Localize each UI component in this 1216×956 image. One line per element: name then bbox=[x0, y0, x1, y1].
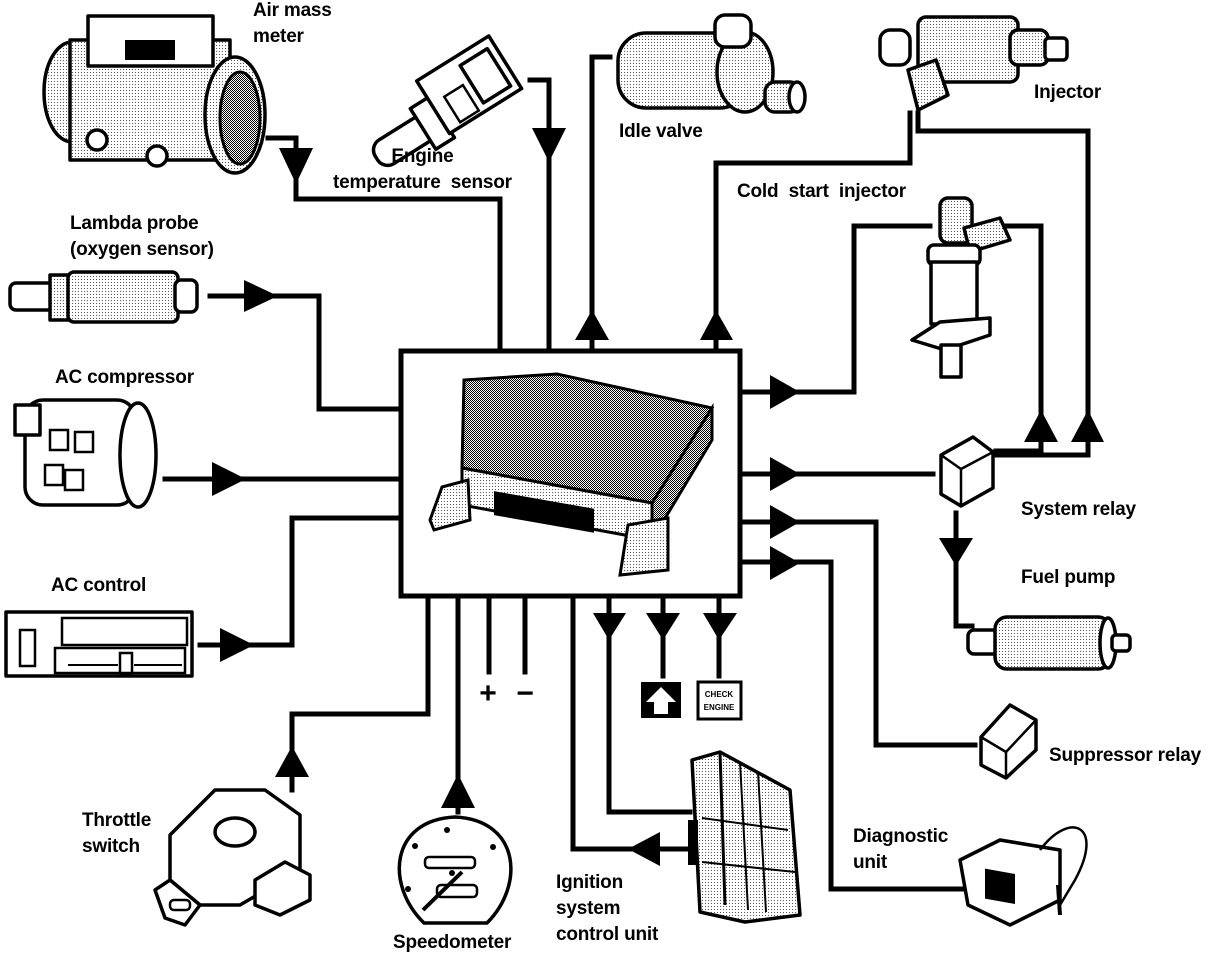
label-ignition-system-control-unit: Ignition system control unit bbox=[556, 872, 659, 945]
speedometer-icon[interactable] bbox=[397, 815, 513, 925]
wire-engine-temperature-sensor bbox=[527, 77, 552, 353]
wire-ignition-b bbox=[606, 593, 693, 815]
wire-ac-control bbox=[197, 515, 403, 648]
label-idle-valve: Idle valve bbox=[619, 121, 703, 142]
arrow-right-ac-control bbox=[220, 628, 254, 662]
idle-valve-icon[interactable] bbox=[616, 13, 807, 114]
arrows bbox=[212, 128, 1104, 866]
arrow-right-system-relay bbox=[770, 457, 800, 491]
ignition-system-control-unit-icon[interactable] bbox=[688, 750, 802, 924]
arrow-up-relay-injector bbox=[1071, 410, 1104, 442]
label-lambda-probe: Lambda probe (oxygen sensor) bbox=[70, 213, 214, 260]
arrow-up-injector bbox=[700, 310, 733, 340]
diagnostic-unit-icon[interactable] bbox=[958, 826, 1088, 927]
arrow-right-suppressor bbox=[770, 505, 800, 539]
label-engine-temperature-sensor: Engine temperature sensor bbox=[333, 146, 512, 193]
label-throttle-switch: Throttle switch bbox=[82, 810, 152, 857]
check-engine-indicator: CHECK ENGINE bbox=[696, 680, 743, 721]
check-engine-line2: ENGINE bbox=[704, 703, 735, 712]
power-plus-label: + bbox=[479, 677, 497, 710]
arrow-down-engine-temp bbox=[532, 128, 566, 162]
ac-control-icon[interactable] bbox=[4, 610, 194, 678]
ecu-unit[interactable] bbox=[398, 348, 743, 599]
upshift-indicator bbox=[641, 682, 681, 718]
wire-idle-valve bbox=[589, 54, 613, 353]
ecu-connector bbox=[494, 491, 594, 533]
arrow-down-fuel-pump bbox=[939, 538, 973, 566]
ecu-bracket-right bbox=[618, 516, 670, 577]
check-engine-line1: CHECK bbox=[705, 690, 734, 699]
wire-cold-start-injector bbox=[737, 223, 933, 395]
label-ac-compressor: AC compressor bbox=[55, 367, 194, 388]
ecu-bracket-left bbox=[428, 478, 472, 532]
arrow-right-cold-start bbox=[770, 375, 800, 409]
label-injector: Injector bbox=[1034, 82, 1102, 103]
wire-fuel-pump bbox=[953, 510, 975, 629]
arrow-up-speedometer bbox=[441, 774, 475, 808]
arrow-right-ac-compressor bbox=[212, 462, 246, 496]
arrow-up-throttle bbox=[275, 746, 309, 777]
wire-lambda-probe bbox=[207, 293, 403, 412]
air-mass-meter-icon[interactable] bbox=[42, 14, 267, 175]
wire-injector-a bbox=[713, 110, 913, 353]
wire-injector-b bbox=[915, 110, 1091, 458]
label-cold-start-injector: Cold start injector bbox=[737, 181, 906, 202]
label-speedometer: Speedometer bbox=[393, 932, 512, 953]
label-fuel-pump: Fuel pump bbox=[1021, 567, 1116, 588]
check-engine-box bbox=[696, 680, 743, 721]
injector-icon[interactable] bbox=[878, 15, 1069, 112]
throttle-switch-icon[interactable] bbox=[153, 788, 312, 927]
arrow-down-ignition bbox=[593, 613, 626, 640]
wire-air-mass-meter bbox=[265, 135, 503, 353]
label-ac-control: AC control bbox=[51, 575, 147, 596]
arrow-up-idle-valve bbox=[575, 310, 609, 340]
wire-suppressor-relay bbox=[737, 519, 978, 748]
ac-compressor-icon[interactable] bbox=[13, 398, 158, 509]
power-minus-label: − bbox=[516, 677, 534, 710]
engine-temperature-sensor-icon[interactable] bbox=[353, 34, 525, 178]
cold-start-injector-icon[interactable] bbox=[910, 196, 1012, 379]
arrow-up-relay-cold bbox=[1024, 410, 1058, 442]
label-diagnostic-unit: Diagnostic unit bbox=[853, 826, 949, 873]
label-system-relay: System relay bbox=[1021, 499, 1136, 520]
suppressor-relay-icon[interactable] bbox=[979, 703, 1038, 780]
arrow-right-diagnostic bbox=[770, 546, 800, 580]
fuel-pump-icon[interactable] bbox=[966, 615, 1132, 671]
arrow-right-lambda bbox=[244, 280, 278, 312]
wire-cold-start-relay bbox=[993, 223, 1044, 454]
label-air-mass-meter: Air mass meter bbox=[253, 0, 332, 47]
arrow-down-upshift bbox=[646, 613, 680, 640]
system-relay-icon[interactable] bbox=[939, 435, 995, 508]
arrow-down-check-engine bbox=[703, 613, 737, 640]
lambda-probe-icon[interactable] bbox=[8, 270, 199, 324]
arrow-left-ignition bbox=[628, 832, 660, 866]
wire-throttle-switch bbox=[289, 593, 431, 793]
label-suppressor-relay: Suppressor relay bbox=[1049, 745, 1202, 766]
upshift-arrow-icon bbox=[646, 687, 676, 714]
arrow-down-air-mass bbox=[279, 148, 313, 184]
